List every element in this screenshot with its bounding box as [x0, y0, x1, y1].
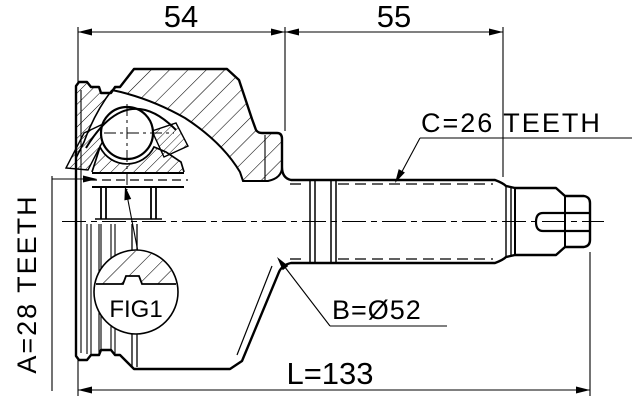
housing-lip-hatch [76, 82, 120, 158]
ball-centerlines [104, 104, 174, 190]
fig1-label: FIG1 [109, 296, 162, 323]
dim-55-text: 55 [377, 0, 411, 34]
dimension-length [77, 252, 591, 396]
fig1-tooth-profile [96, 275, 176, 285]
dim-54-text: 54 [164, 0, 198, 34]
cavity-boundary [111, 89, 283, 182]
lip-inner-edge [75, 89, 113, 159]
housing-interior-lines [64, 89, 283, 356]
part-outline [74, 67, 592, 371]
cage-right-outline [151, 122, 189, 158]
dim-length-text: L=133 [286, 356, 373, 391]
fig1-leader-arrow [124, 186, 132, 201]
inner-spline-arrow [83, 175, 97, 183]
outer-spline-arrow [395, 169, 405, 183]
inner-race-outline [91, 144, 185, 173]
label-inner-spline [51, 175, 97, 391]
label-outer-spline [395, 137, 632, 183]
inner-spline-text: A=28 TEETH [12, 194, 42, 373]
end-slot [534, 211, 590, 233]
outer-race-track-arc [85, 107, 177, 149]
body-dia-text: B=Ø52 [332, 295, 422, 325]
housing-section-hatch [112, 69, 282, 181]
body-dia-leader [280, 261, 331, 327]
inner-race-hatch [92, 147, 184, 172]
fig1-callout: FIG1 [93, 186, 179, 335]
cone-inner-edge [236, 265, 273, 356]
outer-spline-text: C=26 TEETH [421, 108, 602, 138]
dimension-54 [77, 27, 286, 131]
fig1-tooth-hatch [95, 251, 177, 284]
cage-right-hatch [152, 123, 188, 157]
fig1-leader-line [125, 189, 139, 253]
body-dia-arrow [277, 257, 289, 271]
dimension-55 [285, 27, 504, 177]
spline-root-dashes [290, 183, 493, 260]
label-body-diameter [277, 257, 447, 327]
shaft-details [290, 180, 590, 263]
